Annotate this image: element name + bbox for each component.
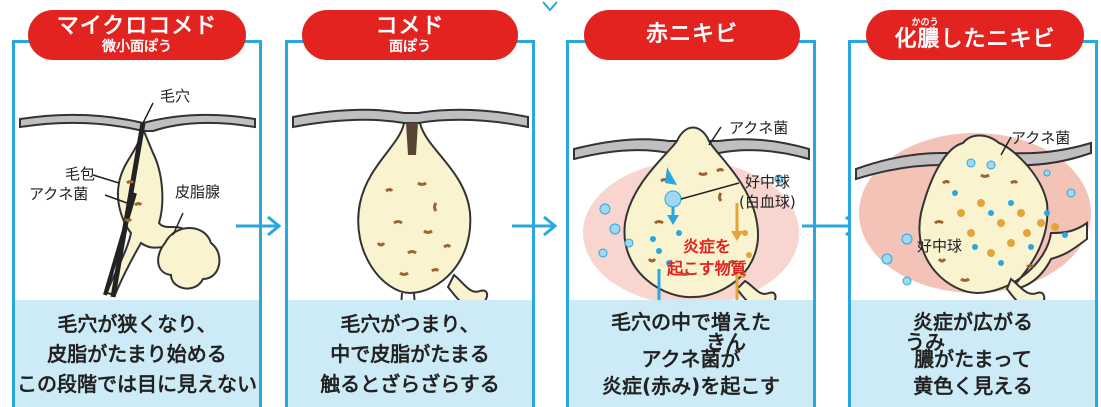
caption-red-acne: 毛穴の中で増えた きん アクネ菌が 炎症(赤み)を起こす bbox=[569, 300, 813, 407]
label-white-blood-cell: (白血球) bbox=[739, 193, 796, 211]
caption-line: 毛穴の中で増えた bbox=[611, 309, 771, 334]
stage-title-red-acne: 赤ニキビ bbox=[584, 10, 800, 60]
label-neutrophil: 好中球 bbox=[917, 237, 963, 255]
red-acne-illustration bbox=[573, 126, 810, 303]
stage-title-comedo: コメド 面ぽう bbox=[302, 10, 518, 60]
microcomedo-illustration bbox=[19, 102, 256, 298]
caption-line: 炎症が広がる bbox=[913, 309, 1033, 334]
arrow-right-icon bbox=[236, 215, 282, 237]
stage-subtitle: 微小面ぽう bbox=[102, 39, 172, 55]
arrow-right-icon bbox=[512, 215, 558, 237]
label-bacteria: アクネ菌 bbox=[1011, 129, 1071, 147]
caption-line: 黄色く見える bbox=[913, 373, 1033, 398]
label-inflammatory-substance-2: 起こす物質 bbox=[667, 259, 747, 278]
caption-line: 炎症(赤み)を起こす bbox=[602, 373, 780, 398]
pustule-illustration bbox=[855, 133, 1092, 303]
stage-title: 化膿したニキビ bbox=[894, 27, 1056, 52]
caption-line: アクネ菌が bbox=[641, 346, 741, 371]
stage-title-microcomedo: マイクロコメド 微小面ぽう bbox=[28, 10, 246, 60]
stage-title: コメド bbox=[375, 14, 445, 39]
caption-ruby: きん bbox=[706, 329, 746, 354]
stage-panel-microcomedo: 毛穴 毛包 アクネ菌 皮脂腺 毛穴が狭くなり、 皮脂がたまり始める この段階では… bbox=[12, 40, 262, 407]
caption-line: 膿がたまって bbox=[914, 346, 1032, 371]
stage-title-pustule: かのう 化膿したニキビ bbox=[866, 10, 1084, 60]
label-neutrophil: 好中球 bbox=[745, 173, 791, 191]
label-pore: 毛穴 bbox=[160, 87, 191, 105]
caption-line: 触るとざらざらする bbox=[320, 371, 500, 396]
label-sebaceous-gland: 皮脂腺 bbox=[175, 183, 221, 201]
caption-line: 皮脂がたまり始める bbox=[47, 341, 227, 366]
top-marker-icon bbox=[542, 1, 558, 12]
stage-panel-red-acne: アクネ菌 好中球 (白血球) 炎症を 起こす物質 毛穴の中で増えた きん アクネ… bbox=[566, 40, 816, 407]
caption-comedo: 毛穴がつまり、 中で皮脂がたまる 触るとざらざらする bbox=[288, 300, 532, 407]
caption-line: 毛穴が狭くなり、 bbox=[57, 311, 217, 336]
caption-ruby: うみ bbox=[905, 329, 945, 354]
title-ruby: かのう bbox=[911, 18, 939, 28]
label-follicle: 毛包 bbox=[65, 165, 96, 183]
stage-subtitle: 面ぽう bbox=[389, 39, 431, 55]
caption-line: この段階では目に見えない bbox=[17, 371, 257, 396]
label-bacteria: アクネ菌 bbox=[29, 185, 89, 203]
comedo-illustration bbox=[292, 108, 529, 303]
label-inflammatory-substance-1: 炎症を bbox=[683, 237, 732, 256]
caption-microcomedo: 毛穴が狭くなり、 皮脂がたまり始める この段階では目に見えない bbox=[15, 300, 259, 407]
stage-panel-comedo: 毛穴がつまり、 中で皮脂がたまる 触るとざらざらする bbox=[285, 40, 535, 407]
label-bacteria: アクネ菌 bbox=[729, 119, 789, 137]
stage-title: 赤ニキビ bbox=[645, 22, 738, 47]
stage-title: マイクロコメド bbox=[56, 14, 218, 39]
stage-panel-pustule: アクネ菌 好中球 炎症が広がる うみ 膿がたまって 黄色く見える bbox=[848, 40, 1098, 407]
caption-line: 毛穴がつまり、 bbox=[340, 311, 480, 336]
caption-line: 中で皮脂がたまる bbox=[330, 341, 490, 366]
caption-pustule: 炎症が広がる うみ 膿がたまって 黄色く見える bbox=[851, 300, 1095, 407]
